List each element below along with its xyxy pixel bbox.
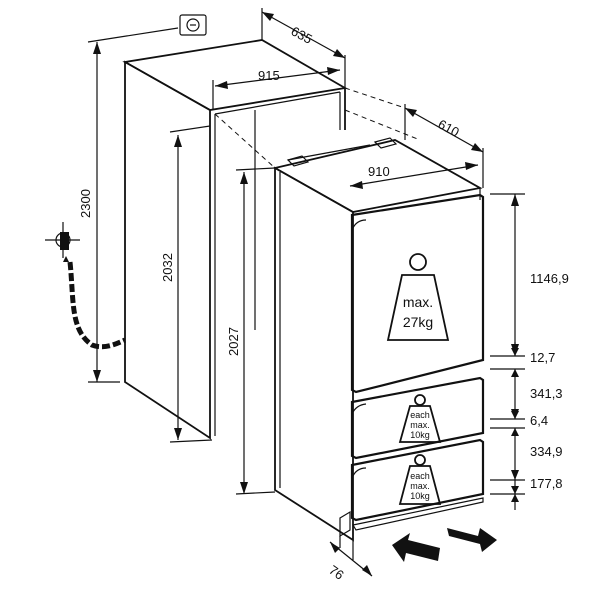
dim-line-niche-width (212, 67, 341, 110)
dim-line-niche-depth (261, 8, 346, 88)
dim-line-appliance-width (349, 162, 479, 189)
dim-drawer-1-height: 341,3 (530, 386, 563, 401)
water-hose (67, 261, 126, 350)
niche-cabinet (122, 39, 348, 440)
alignment-dashed-lines (214, 87, 421, 169)
svg-text:27kg: 27kg (403, 314, 433, 330)
dim-line-niche-height (169, 125, 213, 443)
dim-appliance-depth: 610 (436, 116, 462, 139)
weight-icon-drawer-1: each max. 10kg (398, 394, 442, 443)
svg-text:each: each (410, 471, 430, 481)
dim-line-niche-total-height (87, 27, 179, 383)
water-connection-icon (45, 222, 80, 262)
svg-text:10kg: 10kg (410, 430, 430, 440)
dim-base-height: 177,8 (530, 476, 563, 491)
dim-niche-height: 2032 (160, 253, 175, 282)
appliance-base (352, 497, 484, 531)
dim-gap-2: 6,4 (530, 413, 548, 428)
appliance-body (272, 137, 483, 542)
dim-niche-depth: 635 (289, 23, 315, 46)
drawer-1 (350, 376, 485, 460)
dim-door-offset: 76 (326, 562, 346, 583)
dim-drawer-2-height: 334,9 (530, 444, 563, 459)
svg-text:max.: max. (410, 420, 430, 430)
airflow-in-arrow-icon (392, 533, 440, 562)
dim-appliance-height: 2027 (226, 327, 241, 356)
airflow-out-arrow-icon (447, 528, 497, 552)
svg-text:each: each (410, 410, 430, 420)
svg-text:max.: max. (403, 294, 433, 310)
dim-fridge-height: 1146,9 (530, 271, 569, 286)
dim-line-compartments (490, 193, 525, 510)
weight-icon-drawer-2: each max. 10kg (398, 454, 442, 505)
svg-text:10kg: 10kg (410, 491, 430, 501)
dim-gap-1: 12,7 (530, 350, 555, 365)
wall-socket-icon (179, 14, 207, 36)
dim-appliance-width: 910 (368, 164, 390, 179)
dim-line-appliance-height (235, 167, 276, 495)
dim-line-door-offset (329, 536, 373, 577)
drawer-2 (350, 438, 485, 522)
dim-niche-total-height: 2300 (78, 189, 93, 218)
fridge-door (350, 193, 485, 394)
dim-niche-width: 915 (258, 68, 280, 83)
weight-icon-main: max. 27kg (386, 253, 450, 341)
svg-text:max.: max. (410, 481, 430, 491)
